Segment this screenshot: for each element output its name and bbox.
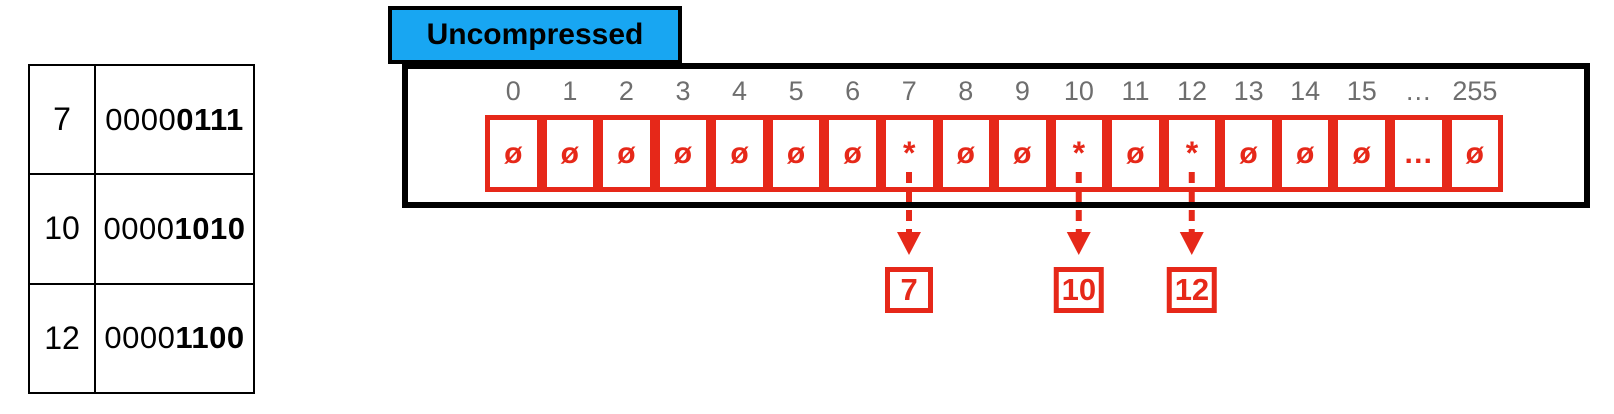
arrowhead-down-icon xyxy=(1066,232,1091,255)
bitmap-cell: ø xyxy=(1107,115,1164,192)
bitmap-index-label: 4 xyxy=(732,75,748,106)
bitmap-cell: ø xyxy=(1446,115,1504,192)
bitmap-cell: * xyxy=(1050,115,1108,192)
bitmap-cell: ø xyxy=(654,115,712,192)
legend-value-cell: 12 xyxy=(30,284,96,392)
bitmap-index-label: 11 xyxy=(1121,75,1150,106)
bitmap-index-label: 12 xyxy=(1177,75,1208,106)
arrowhead-down-icon xyxy=(897,232,922,255)
binary-bold-bits: 1100 xyxy=(175,320,245,356)
binary-plain-bits: 0000 xyxy=(103,210,175,246)
bitmap-index-label: 9 xyxy=(1014,75,1030,106)
bitmap-cell: ø xyxy=(767,115,825,192)
pointer-target-box: 7 xyxy=(885,267,934,313)
bitmap-index-label: 7 xyxy=(901,75,917,106)
bitmap-index-label: … xyxy=(1404,75,1432,106)
bitmap-cell: ø xyxy=(1276,115,1334,192)
uncompressed-tab-label: Uncompressed xyxy=(426,18,644,51)
arrowhead-down-icon xyxy=(1179,232,1204,255)
bitmap-cell: ø xyxy=(994,115,1051,192)
binary-plain-bits: 0000 xyxy=(105,101,177,137)
bitmap-index-label: 10 xyxy=(1063,75,1094,106)
bitmap-cell: ø xyxy=(824,115,881,192)
pointer-target-box: 12 xyxy=(1166,267,1218,313)
legend-value-cell: 10 xyxy=(30,175,96,283)
bitmap-cell: ø xyxy=(937,115,995,192)
bitmap-index-label: 13 xyxy=(1233,75,1264,106)
pointer-target-box: 10 xyxy=(1053,267,1105,313)
bitmap-index-label: 6 xyxy=(845,75,861,106)
binary-plain-bits: 0000 xyxy=(104,320,176,356)
bitmap-index-label: 0 xyxy=(505,75,521,106)
binary-bold-bits: 0111 xyxy=(176,101,244,137)
legend-value-cell: 7 xyxy=(30,66,96,174)
binary-bold-bits: 1010 xyxy=(174,210,246,246)
bitmap-index-label: 8 xyxy=(958,75,974,106)
bitmap-cell: ø xyxy=(598,115,655,192)
bitmap-cell: ø xyxy=(711,115,768,192)
uncompressed-tab: Uncompressed xyxy=(388,6,682,64)
bitmap-index-label: 1 xyxy=(562,75,578,106)
bitmap-cell: * xyxy=(880,115,938,192)
bitmap-cell: … xyxy=(1390,115,1447,192)
bitmap-index-label: 2 xyxy=(618,75,634,106)
bitmap-cell: ø xyxy=(541,115,599,192)
bitmap-index-label: 3 xyxy=(675,75,691,106)
bitmap-container-box xyxy=(402,63,1590,208)
bitmap-cell: ø xyxy=(1220,115,1277,192)
bitmap-cell: ø xyxy=(1333,115,1390,192)
bitmap-index-label: 15 xyxy=(1346,75,1377,106)
bitmap-cell: * xyxy=(1163,115,1221,192)
bitmap-index-label: 5 xyxy=(788,75,804,106)
bitmap-cell: ø xyxy=(485,115,542,192)
bitmap-index-label: 255 xyxy=(1452,75,1498,106)
bitmap-index-label: 14 xyxy=(1290,75,1321,106)
